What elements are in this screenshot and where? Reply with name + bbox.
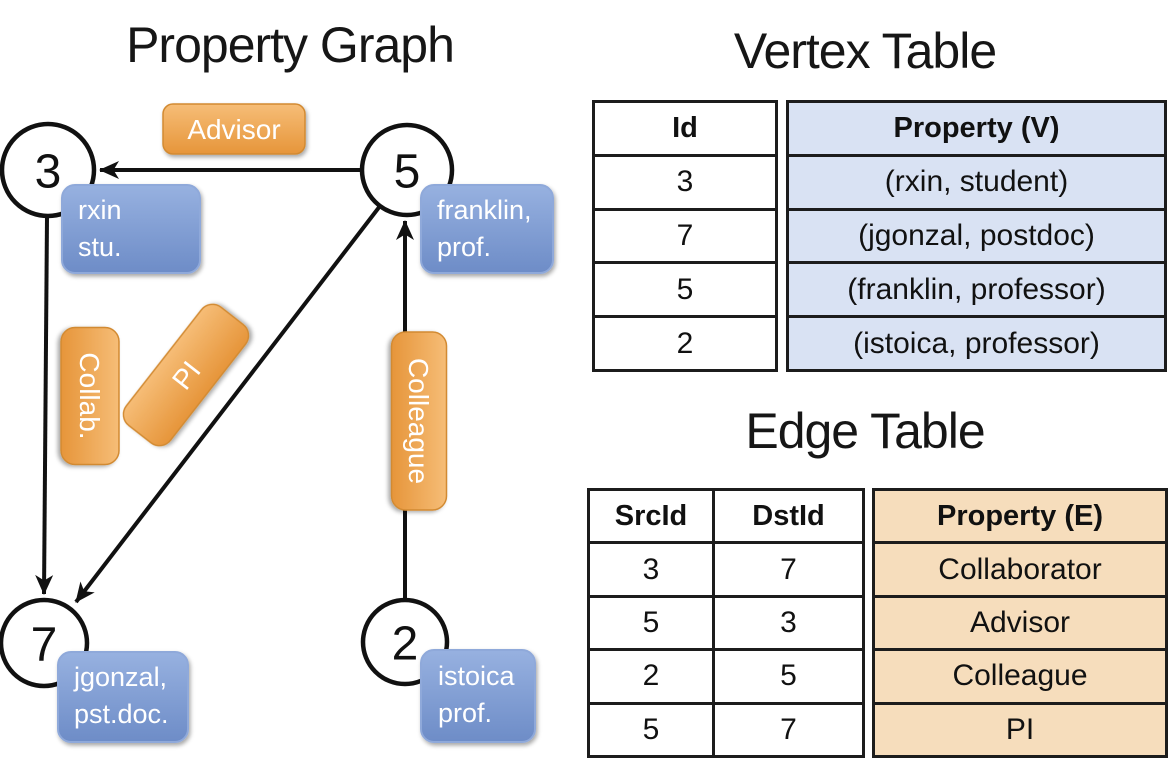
- edge-label-colleague: Colleague: [390, 331, 448, 511]
- vertex-box-2-rect: [420, 649, 536, 743]
- edge-table-srcid-column: SrcId 3 5 2 5: [590, 491, 715, 755]
- vertex-table-cell-id: 3: [595, 157, 775, 211]
- edge-label-advisor: Advisor: [162, 103, 306, 155]
- vertex-table-header-property: Property (V): [789, 103, 1164, 157]
- property-graph-diagram: 3 5 7 2 Advisor Collab. PI Collea: [0, 103, 554, 743]
- vertex-table-cell-property: (jgonzal, postdoc): [789, 210, 1164, 265]
- vertex-box-5-line2: prof.: [437, 232, 491, 262]
- edge-label-pi-box: [122, 303, 250, 447]
- vertex-box-5: franklin, prof.: [420, 184, 554, 274]
- edge-table: SrcId 3 5 2 5 DstId 7 3 5 7 Property (E)…: [587, 488, 1168, 758]
- vertex-box-2-line1: istoica: [438, 661, 516, 691]
- vertex-table-cell-property: (rxin, student): [789, 156, 1164, 211]
- edge-table-header-srcid: SrcId: [590, 491, 712, 545]
- edge-table-title: Edge Table: [745, 403, 985, 459]
- vertex-box-3: rxin stu.: [61, 184, 201, 274]
- property-graph-title: Property Graph: [126, 17, 455, 73]
- edge-table-dstid-column: DstId 7 3 5 7: [715, 491, 862, 755]
- vertex-box-5-line1: franklin,: [437, 195, 532, 225]
- edge-label-colleague-box: [390, 331, 448, 511]
- edge-table-property-column: Property (E) Collaborator Advisor Collea…: [872, 488, 1168, 758]
- node-7-id: 7: [31, 618, 58, 671]
- edge-table-cell-property: PI: [875, 704, 1165, 756]
- edge-table-cell-srcid: 3: [590, 544, 712, 598]
- edge-table-cell-dstid: 7: [780, 712, 797, 746]
- edge-label-advisor-text: Advisor: [187, 114, 280, 145]
- edge-table-id-columns: SrcId 3 5 2 5 DstId 7 3 5 7: [587, 488, 865, 758]
- edge-table-cell-srcid: 5: [590, 598, 712, 652]
- edge-label-pi: PI: [122, 303, 250, 447]
- edge-table-cell-property: Collaborator: [875, 544, 1165, 598]
- edge-table-header-dstid: DstId: [715, 491, 862, 545]
- vertex-box-3-rect: [61, 184, 201, 274]
- vertex-box-5-rect: [420, 184, 554, 274]
- vertex-box-2: istoica prof.: [420, 649, 536, 743]
- edge-table-cell-property: Colleague: [875, 651, 1165, 705]
- vertex-box-3-line2: stu.: [78, 232, 122, 262]
- node-2-id: 2: [392, 617, 419, 670]
- edge-table-cell-dstid: 7: [715, 544, 862, 598]
- edge-label-colleague-text: Colleague: [403, 358, 434, 484]
- edge-table-header-property: Property (E): [875, 491, 1165, 545]
- edge-label-collab: Collab.: [60, 326, 120, 466]
- edge-label-collab-text: Collab.: [74, 352, 105, 439]
- vertex-table-id-column: Id 3 7 5 2: [592, 100, 778, 372]
- edge-label-collab-box: [60, 326, 120, 466]
- edge-table-cell-property: Advisor: [875, 597, 1165, 652]
- edge-collab-3-to-7: [35, 216, 54, 595]
- vertex-table-header-id: Id: [595, 103, 775, 157]
- edge-table-cell-srcid: 2: [590, 651, 712, 705]
- vertex-table-property-column: Property (V) (rxin, student) (jgonzal, p…: [786, 100, 1167, 372]
- vertex-table-cell-id: 7: [595, 211, 775, 265]
- vertex-box-7-line2: pst.doc.: [74, 699, 169, 729]
- node-3-id: 3: [35, 145, 62, 198]
- vertex-box-3-line1: rxin: [78, 195, 122, 225]
- vertex-box-7-rect: [57, 651, 189, 743]
- edge-table-cell-dstid: 5: [715, 651, 862, 705]
- vertex-table: Id 3 7 5 2 Property (V) (rxin, student) …: [592, 100, 1167, 372]
- vertex-table-cell-property: (istoica, professor): [789, 318, 1164, 369]
- vertex-box-2-line2: prof.: [438, 698, 492, 728]
- vertex-table-cell-id: 2: [676, 326, 694, 360]
- vertex-table-cell-property: (franklin, professor): [789, 264, 1164, 319]
- edge-table-cell-srcid: 5: [642, 712, 660, 746]
- edge-label-advisor-box: [162, 103, 306, 155]
- edge-pi-5-to-7: [74, 204, 382, 604]
- vertex-table-title: Vertex Table: [733, 23, 997, 79]
- node-5-id: 5: [394, 145, 421, 198]
- vertex-table-cell-id: 5: [595, 264, 775, 319]
- vertex-box-7-line1: jgonzal,: [73, 662, 167, 692]
- edge-table-cell-dstid: 3: [715, 598, 862, 652]
- vertex-box-7: jgonzal, pst.doc.: [57, 651, 189, 743]
